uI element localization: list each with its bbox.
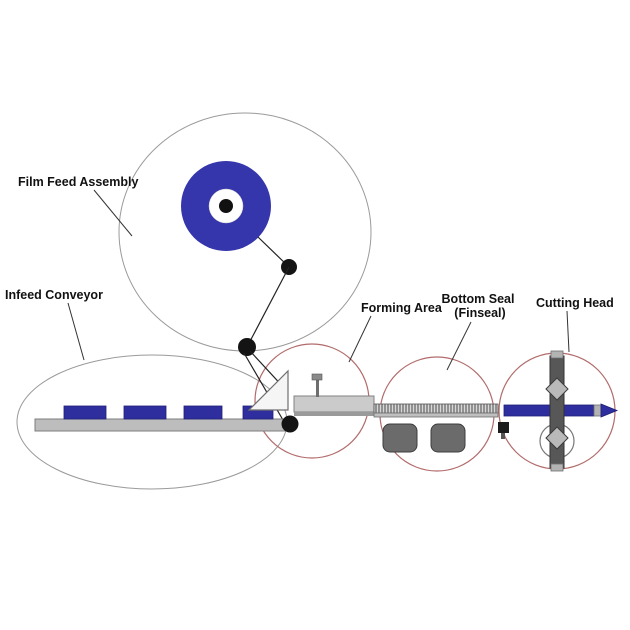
film-path-line-2 <box>246 266 290 348</box>
pointer-line-forming <box>348 315 372 363</box>
idler-roller-bottom <box>238 338 256 356</box>
wrapped-product-collar <box>593 404 602 417</box>
cutting-head-group <box>503 350 619 472</box>
forming-guide-pin-cap <box>311 373 323 381</box>
label-infeed-conveyor: Infeed Conveyor <box>5 288 103 302</box>
seal-end-block-stem <box>501 433 505 439</box>
cutting-bar <box>549 355 565 469</box>
pointer-line-infeed <box>67 302 85 361</box>
cutter-diamond-bottom <box>545 426 569 450</box>
product-2 <box>123 405 167 420</box>
label-finseal: (Finseal) <box>454 306 505 320</box>
forming-guide-pin <box>316 379 319 397</box>
infeed-conveyor-group <box>34 405 293 432</box>
seal-roller-right <box>430 423 466 453</box>
bottom-seal-group <box>373 403 509 453</box>
forming-tube-shadow <box>294 412 374 416</box>
forming-box <box>247 369 289 411</box>
product-3 <box>183 405 223 420</box>
pointer-line-film-feed <box>93 189 133 237</box>
wrapped-product-tip <box>600 403 619 418</box>
wrapped-product <box>503 404 595 417</box>
cutting-bar-bottom-cap <box>550 463 564 472</box>
film-tube-band <box>373 412 499 418</box>
pointer-line-bottom-seal <box>446 321 472 371</box>
label-bottom-seal: Bottom Seal <box>442 292 515 306</box>
label-film-feed-assembly: Film Feed Assembly <box>18 175 138 189</box>
cutter-diamond-top <box>545 377 569 401</box>
film-feed-assembly-group <box>181 161 297 421</box>
forming-tube-body <box>293 395 375 413</box>
forming-area-group <box>247 369 375 433</box>
seal-end-block <box>498 422 509 433</box>
crimped-fin-seal-band <box>373 403 499 414</box>
product-1 <box>63 405 107 420</box>
conveyor-belt <box>34 418 293 432</box>
label-cutting-head: Cutting Head <box>536 296 614 310</box>
seal-roller-left <box>382 423 418 453</box>
pointer-line-cutting <box>566 310 570 353</box>
cutting-bar-top-cap <box>550 350 564 359</box>
film-roll-axle <box>219 199 233 213</box>
film-edge-roller <box>281 415 299 433</box>
label-forming-area: Forming Area <box>361 301 443 315</box>
